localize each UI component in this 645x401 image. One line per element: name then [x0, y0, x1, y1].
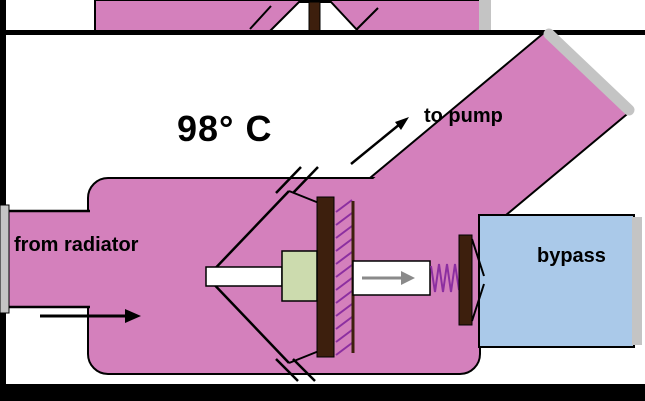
- seat-tick-top-1: [275, 166, 302, 194]
- previous-frame-tick-right: [356, 7, 379, 30]
- from-radiator-arrow-head: [125, 309, 141, 323]
- spring-hatch-line: [335, 316, 353, 330]
- bypass-seat-tick-top: [471, 238, 485, 277]
- pump-pipe-cap: [543, 28, 635, 116]
- frame-lower-diagonal: [206, 276, 290, 364]
- spring-hatch-line: [335, 342, 353, 356]
- bottom-frame-bar: [0, 384, 645, 401]
- bypass-seat-tick-bottom: [471, 283, 485, 322]
- to-pump-label: to pump: [424, 105, 503, 127]
- from-radiator-label: from radiator: [14, 234, 139, 256]
- inlet-metal-cap: [0, 204, 10, 314]
- separator-line: [0, 30, 645, 35]
- left-push-rod: [205, 266, 283, 287]
- bypass-valve-disc: [458, 234, 473, 326]
- spring-hatch-line: [335, 251, 353, 265]
- to-pump-arrow-head: [395, 117, 409, 130]
- to-pump-arrow-shaft: [350, 123, 401, 165]
- bypass-metal-cap: [632, 217, 642, 345]
- previous-valve-disc: [308, 1, 321, 32]
- spring-hatch-line: [335, 225, 353, 239]
- seat-tick-top-2: [292, 166, 319, 194]
- bypass-coil-spring: [430, 263, 463, 293]
- spring-hatch-line: [335, 277, 353, 291]
- wax-element: [281, 250, 318, 302]
- seat-tick-bottom-2: [292, 358, 316, 382]
- piston-flow-arrow-head: [401, 271, 415, 285]
- left-frame-bar: [0, 0, 6, 401]
- spring-hatch-line: [335, 303, 353, 317]
- spring-hatch-line: [335, 329, 353, 343]
- temperature-label: 98° C: [177, 108, 272, 149]
- radiator-inlet-pipe: [0, 211, 90, 307]
- frame-upper-diagonal: [206, 190, 290, 278]
- bypass-label: bypass: [537, 245, 606, 267]
- spring-hatch-line: [335, 238, 353, 252]
- previous-metal-cap: [479, 0, 491, 31]
- valve-assembly: [205, 166, 485, 382]
- previous-frame-tick-left: [249, 5, 272, 30]
- spring-hatch-line: [335, 264, 353, 278]
- previous-frame-partial: [94, 0, 491, 32]
- thermostat-housing: [0, 28, 642, 375]
- flow-arrows: [40, 117, 409, 323]
- seat-tick-bottom-1: [275, 358, 299, 382]
- main-valve-disc: [316, 196, 335, 358]
- main-spring: [335, 199, 353, 356]
- pipe-junction-patch: [354, 34, 630, 269]
- spring-hatch-line: [335, 199, 353, 213]
- spring-hatch-line: [335, 212, 353, 226]
- bypass-pipe: [478, 214, 635, 348]
- spring-hatch-line: [335, 290, 353, 304]
- inlet-junction-patch: [85, 213, 92, 305]
